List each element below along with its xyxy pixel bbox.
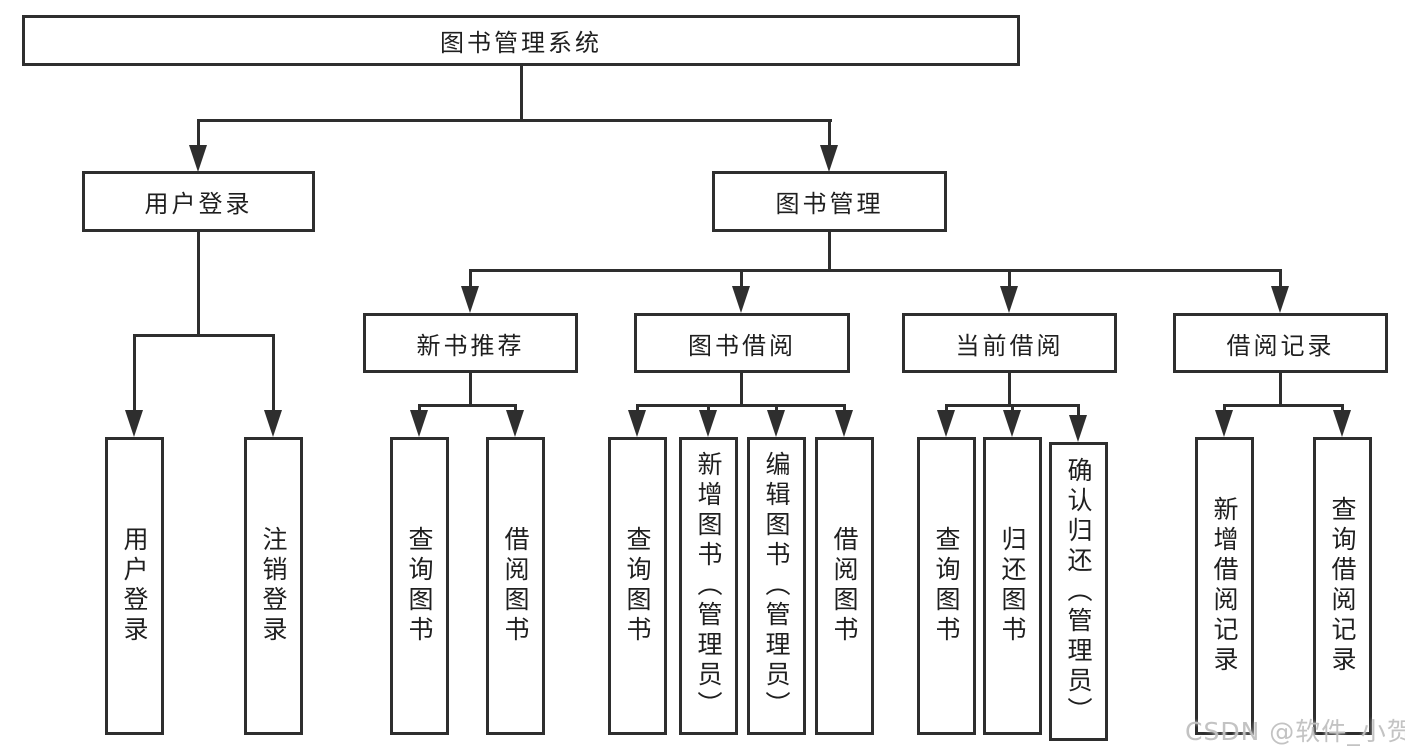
connector-line [828,119,831,149]
connector-line [520,66,523,122]
node-label: 当前借阅 [955,331,1064,360]
connector-line [469,269,472,289]
node-label: 用户登录 [144,190,253,218]
connector-line [1008,269,1011,289]
leaf-query-borrow-record: 查询借阅记录 [1313,437,1372,735]
leaf-borrow-books: 借阅图书 [815,437,874,735]
connector-line [197,119,200,149]
node-label: 新书推荐 [416,331,525,360]
node-book-management: 图书管理 [712,171,947,232]
leaf-query-books-current: 查询图书 [917,437,976,735]
arrow-down-icon [506,410,524,437]
connector-line [740,269,743,289]
connector-line [636,404,846,407]
leaf-label: 用户登录 [120,526,149,646]
arrow-down-icon [125,410,143,437]
leaf-label: 注销登录 [259,526,288,646]
node-user-login: 用户登录 [82,171,315,232]
leaf-edit-books-admin: 编辑图书（管理员） [747,437,806,735]
leaf-label: 确认归还（管理员） [1064,456,1093,727]
arrow-down-icon [835,410,853,437]
arrow-down-icon [937,410,955,437]
leaf-add-borrow-record: 新增借阅记录 [1195,437,1254,735]
connector-line [197,119,832,122]
arrow-down-icon [732,286,750,313]
connector-line [133,334,275,337]
connector-line [740,373,743,407]
node-library-system: 图书管理系统 [22,15,1020,66]
arrow-down-icon [264,410,282,437]
connector-line [1279,269,1282,289]
watermark-text: CSDN @软件_小贺同学 [1185,717,1405,746]
arrow-down-icon [1333,410,1351,437]
leaf-label: 新增图书（管理员） [694,451,723,721]
node-book-borrow: 图书借阅 [634,313,850,373]
node-label: 图书借阅 [688,331,796,360]
arrow-down-icon [1003,410,1021,437]
connector-line [1279,373,1282,407]
connector-line [133,334,136,414]
leaf-query-books-borrow: 查询图书 [608,437,667,735]
connector-line [469,373,472,407]
arrow-down-icon [820,145,838,172]
leaf-label: 查询图书 [405,526,434,646]
arrow-down-icon [628,410,646,437]
connector-line [1008,373,1011,407]
arrow-down-icon [189,145,207,172]
leaf-confirm-return-admin: 确认归还（管理员） [1049,442,1108,741]
connector-line [197,232,200,337]
leaf-label: 归还图书 [998,526,1027,646]
leaf-borrow-books-recommend: 借阅图书 [486,437,545,735]
node-label: 图书管理系统 [440,29,602,57]
leaf-label: 新增借阅记录 [1210,496,1239,676]
leaf-label: 查询图书 [623,526,652,646]
arrow-down-icon [1000,286,1018,313]
arrow-down-icon [1215,410,1233,437]
connector-line [1077,404,1080,418]
leaf-query-books-recommend: 查询图书 [390,437,449,735]
arrow-down-icon [1069,415,1087,442]
arrow-down-icon [699,410,717,437]
leaf-label: 借阅图书 [830,526,859,646]
node-new-book-recommend: 新书推荐 [363,313,578,373]
leaf-logout: 注销登录 [244,437,303,735]
node-label: 借阅记录 [1226,331,1335,360]
arrow-down-icon [767,410,785,437]
connector-line [828,232,831,272]
leaf-return-books: 归还图书 [983,437,1042,735]
connector-line [418,404,517,407]
arrow-down-icon [1271,286,1289,313]
node-borrow-records: 借阅记录 [1173,313,1388,373]
leaf-label: 借阅图书 [501,526,530,646]
leaf-user-login: 用户登录 [105,437,164,735]
leaf-label: 查询借阅记录 [1328,496,1357,676]
connector-line [1223,404,1344,407]
arrow-down-icon [461,286,479,313]
leaf-label: 查询图书 [932,526,961,646]
arrow-down-icon [410,410,428,437]
connector-line [469,269,1282,272]
node-label: 图书管理 [775,190,884,218]
leaf-add-books-admin: 新增图书（管理员） [679,437,738,735]
connector-line [272,334,275,414]
leaf-label: 编辑图书（管理员） [762,451,791,721]
node-current-borrow: 当前借阅 [902,313,1117,373]
